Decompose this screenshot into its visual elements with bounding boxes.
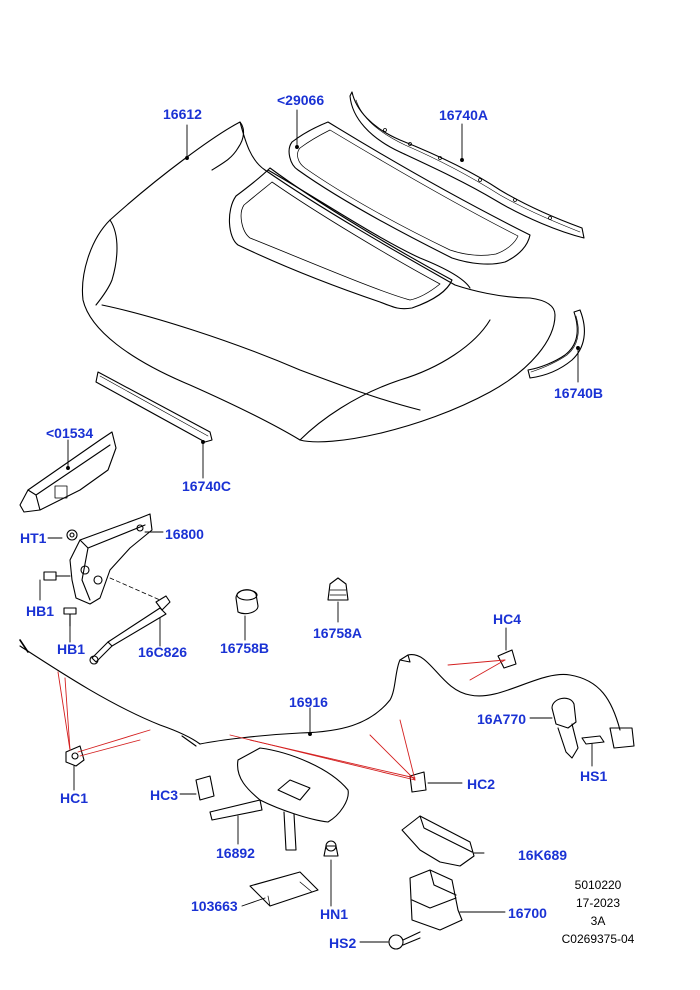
callout-16916: 16916 xyxy=(289,694,328,710)
callout-16a770: 16A770 xyxy=(477,711,527,727)
callout-16800: 16800 xyxy=(165,526,204,542)
fasteners xyxy=(249,840,421,950)
callout-16740c: 16740C xyxy=(182,478,232,494)
bracket-01534 xyxy=(19,431,117,513)
seal-16740c xyxy=(95,371,213,443)
callout-16k689: 16K689 xyxy=(518,847,568,863)
callout-hc4: HC4 xyxy=(493,611,522,627)
callout-hs1: HS1 xyxy=(580,768,608,784)
leader-lines xyxy=(57,659,506,781)
reference-number: 5010220 xyxy=(574,878,622,892)
bracket-16k689 xyxy=(401,815,475,867)
callout-leaders xyxy=(39,109,593,943)
callout-hc2: HC2 xyxy=(467,776,496,792)
callout-hb1-lower: HB1 xyxy=(57,641,86,657)
bonnet-latch xyxy=(409,869,463,931)
release-cable xyxy=(19,639,635,749)
callout-hc3: HC3 xyxy=(150,787,179,803)
callout-16758a: 16758A xyxy=(313,625,363,641)
callout-16c826: 16C826 xyxy=(138,644,188,660)
reference-revision: 3A xyxy=(590,914,606,928)
gas-strut xyxy=(89,577,171,665)
bonnet-insulator-recess xyxy=(228,167,453,310)
callout-103663: 103663 xyxy=(191,898,238,914)
callout-16700: 16700 xyxy=(508,905,547,921)
bonnet-hinge xyxy=(66,513,153,605)
reference-date: 17-2023 xyxy=(575,896,621,910)
callout-hb1-upper: HB1 xyxy=(26,603,55,619)
seal-16740a xyxy=(349,91,585,239)
callout-16740b: 16740B xyxy=(554,385,604,401)
bump-stop-16758a xyxy=(327,577,349,601)
reference-code: C0269375-04 xyxy=(561,932,635,946)
callout-16740a: 16740A xyxy=(439,107,489,123)
bonnet-insulator xyxy=(288,121,531,265)
callout-16612: 16612 xyxy=(163,106,202,122)
callout-hc1: HC1 xyxy=(60,790,89,806)
callout-ht1: HT1 xyxy=(20,530,47,546)
callout-hn1: HN1 xyxy=(320,906,349,922)
cable-clips xyxy=(65,649,517,801)
seal-16740b xyxy=(527,309,585,379)
callout-16758b: 16758B xyxy=(220,640,270,656)
callout-hs2: HS2 xyxy=(329,935,357,951)
bonnet-panel xyxy=(81,121,556,443)
callout-16892: 16892 xyxy=(216,845,255,861)
callout-01534: <01534 xyxy=(46,425,94,441)
bracket-16892 xyxy=(209,747,349,851)
latch-actuator xyxy=(551,697,605,759)
bump-stop-16758b xyxy=(235,589,259,615)
callout-29066: <29066 xyxy=(277,92,325,108)
